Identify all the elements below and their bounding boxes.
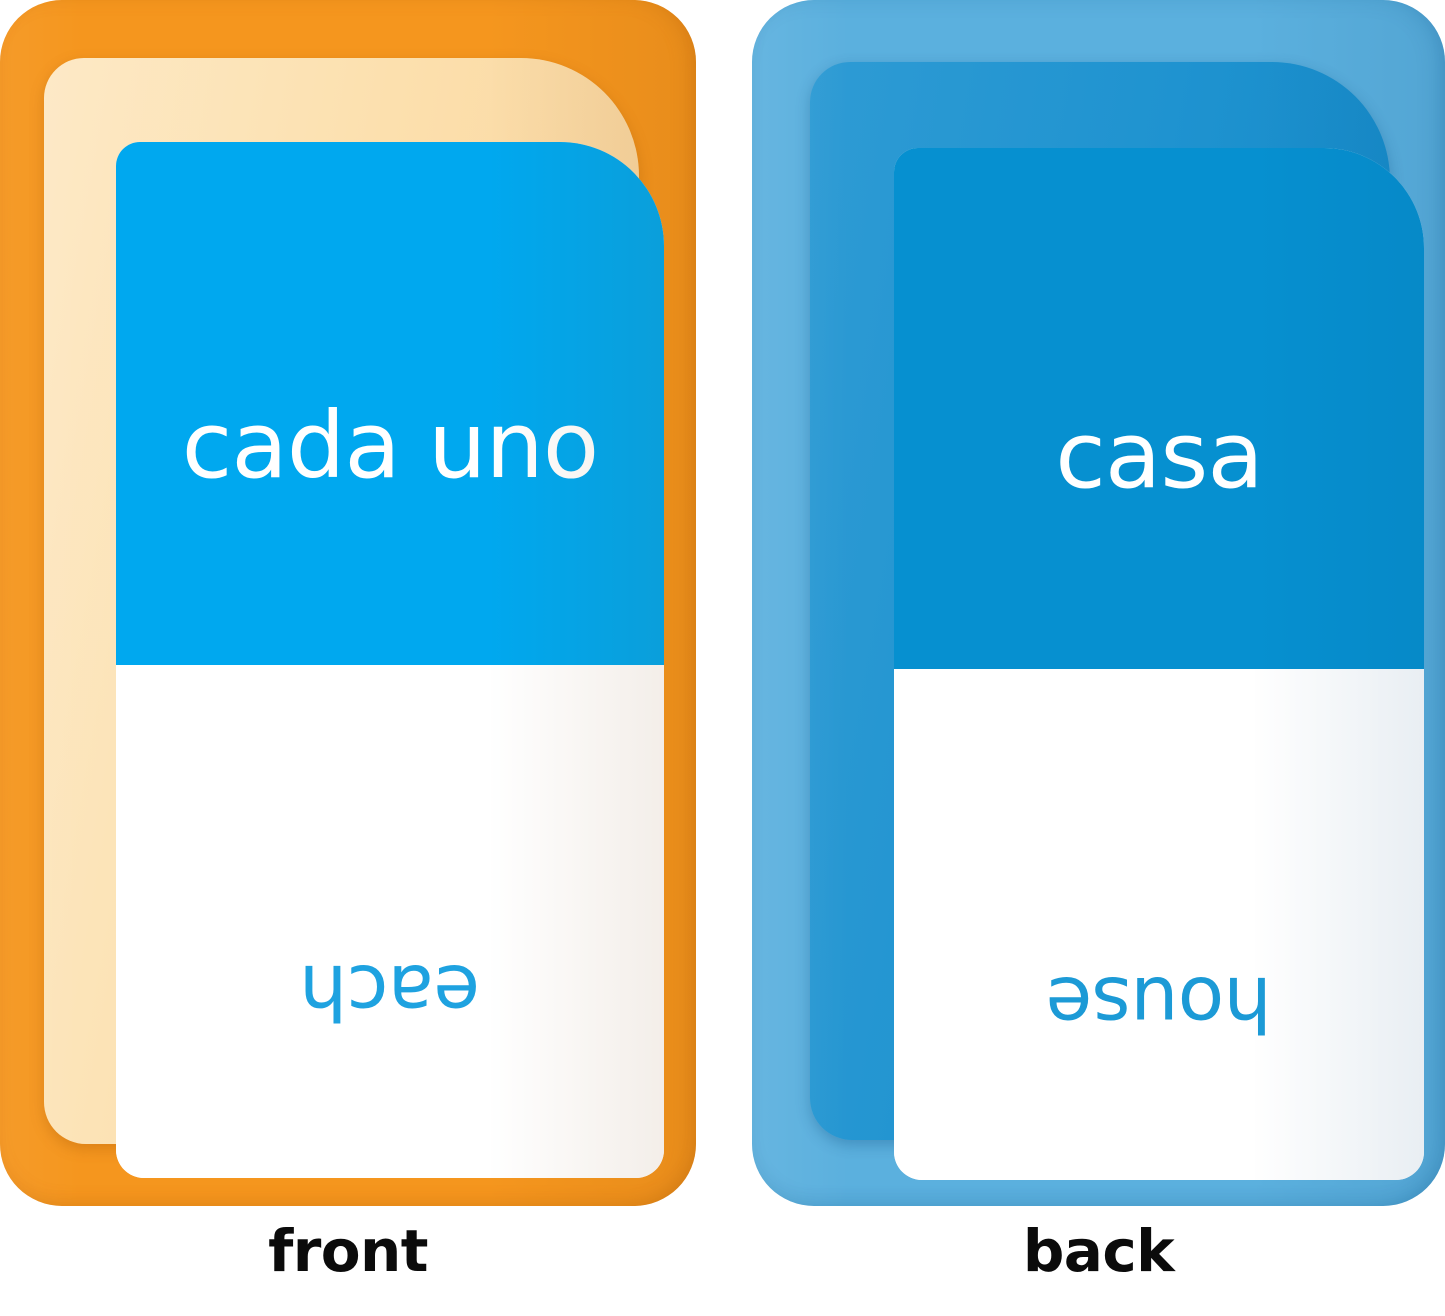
flashcard-back-english-word: house	[1046, 960, 1272, 1049]
flashcard-back[interactable]: casa house	[752, 0, 1445, 1206]
flashcard-front-english-word: each	[299, 948, 481, 1037]
flashcard-back-spanish-word: casa	[1055, 402, 1264, 509]
flashcard-front-spanish-word: cada uno	[181, 392, 599, 499]
flashcard-back-face: casa house	[894, 148, 1424, 1180]
flashcard-back-white-panel	[894, 669, 1424, 1180]
flashcard-front[interactable]: cada uno each	[0, 0, 696, 1206]
flashcard-front-face: cada uno each	[116, 142, 664, 1178]
flashcard-front-highlight-ring: cada uno each	[44, 58, 664, 1178]
caption-back: back	[1022, 1217, 1175, 1285]
flashcard-front-color-panel	[116, 142, 664, 665]
flashcard-back-color-panel	[894, 148, 1424, 669]
flashcard-front-white-panel	[116, 665, 664, 1178]
caption-front: front	[268, 1217, 428, 1285]
flashcard-back-highlight-ring: casa house	[810, 62, 1424, 1180]
